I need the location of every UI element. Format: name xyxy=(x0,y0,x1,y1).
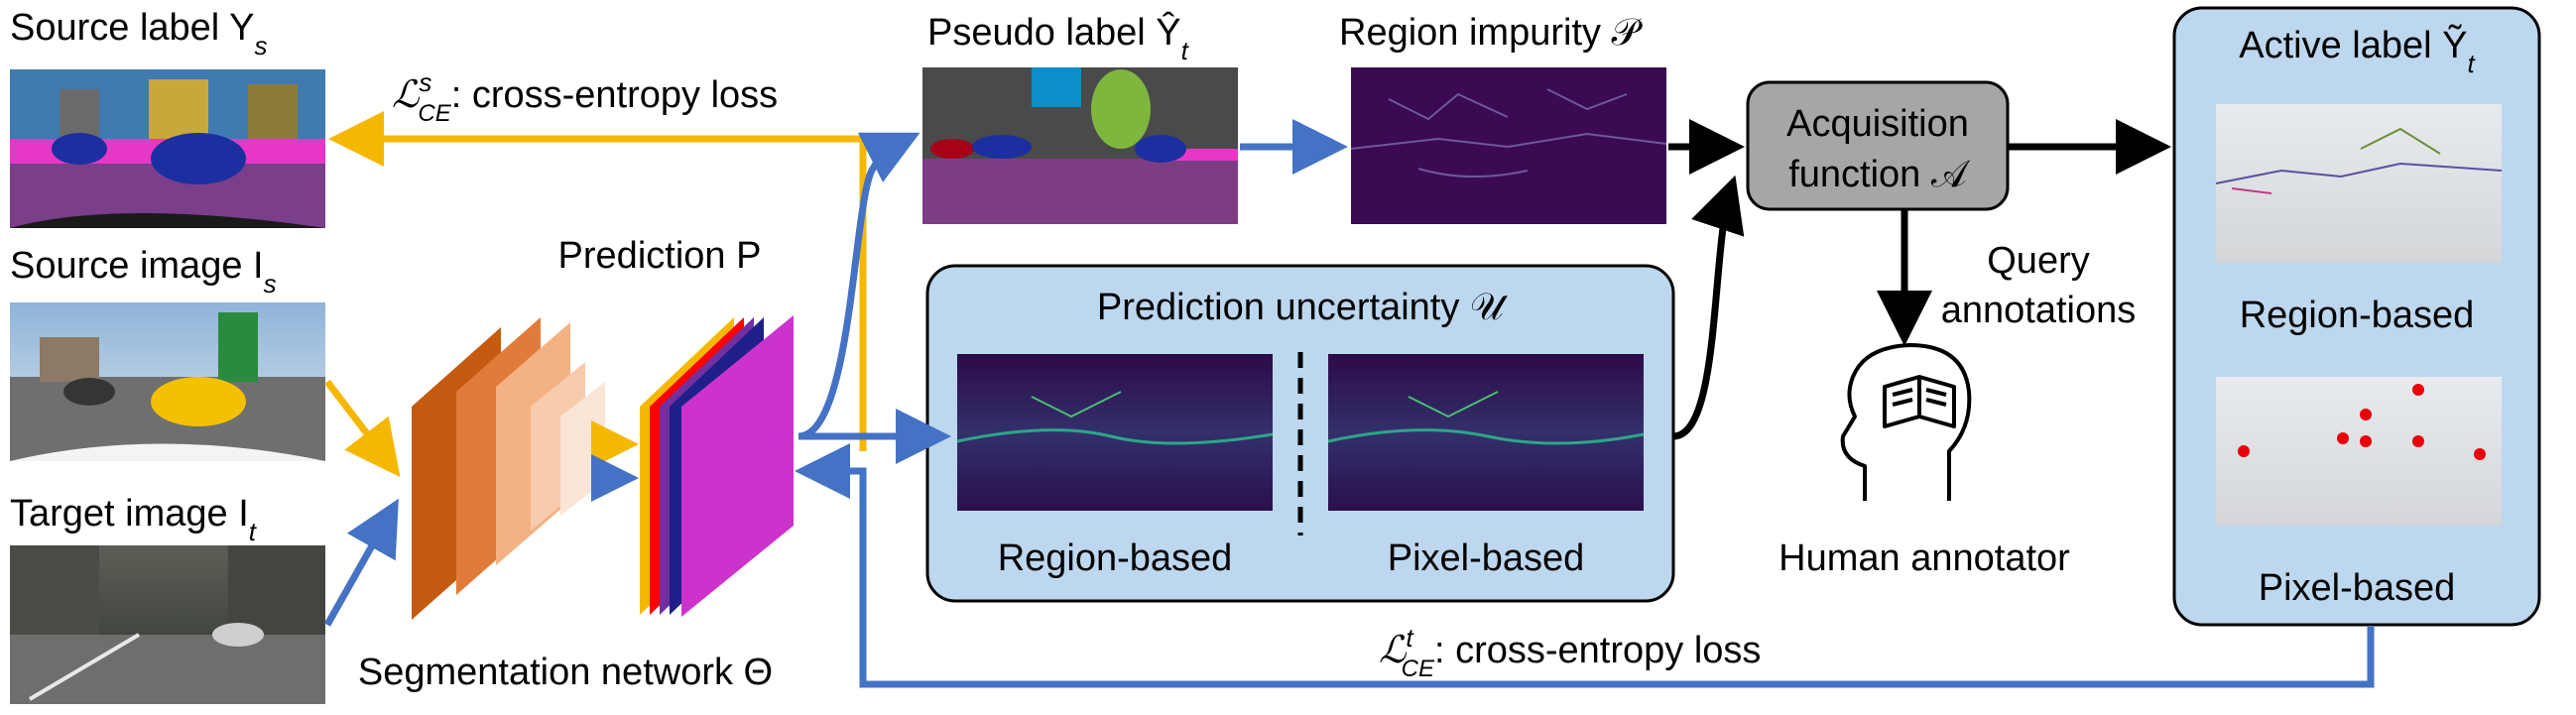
segmentation-network-icon xyxy=(412,317,605,620)
active-pixel-label: Pixel-based xyxy=(2259,567,2456,609)
active-region-image xyxy=(2215,104,2503,263)
target-image-photo xyxy=(10,545,325,704)
source-label-image xyxy=(10,69,325,228)
human-head-book-icon xyxy=(1840,343,1972,501)
active-region-label: Region-based xyxy=(2240,295,2475,336)
uncertainty-region-map xyxy=(956,354,1274,511)
uncertainty-pixel-label: Pixel-based xyxy=(1388,537,1585,579)
acquisition-line2: function 𝒜 xyxy=(1788,154,1971,195)
prediction-uncertainty-title: Prediction uncertainty 𝒰 xyxy=(1097,287,1509,328)
uncertainty-region-label: Region-based xyxy=(998,537,1233,579)
source-label-title: Source label Ys xyxy=(10,7,267,60)
source-image-title: Source image Is xyxy=(10,245,277,298)
arrow-pred-pseudo xyxy=(797,132,920,440)
arrow-target-image xyxy=(323,498,399,627)
acquisition-line1: Acquisition xyxy=(1786,103,1969,145)
region-impurity-title: Region impurity 𝒫 xyxy=(1339,12,1644,54)
target-image-group: Target image It xyxy=(10,493,325,704)
query-line2: annotations xyxy=(1941,290,2137,331)
arrow-uncertainty-acq xyxy=(1672,175,1745,440)
prediction-label: Prediction P xyxy=(558,235,762,277)
arrow-source-image xyxy=(324,379,401,478)
source-image-group: Source image Is xyxy=(10,245,325,461)
arrow-target-loss xyxy=(795,443,2375,688)
human-annotator-label: Human annotator xyxy=(1779,537,2070,579)
active-label-title: Active label Ỹt xyxy=(2239,24,2476,78)
source-image-photo xyxy=(10,302,325,461)
pseudo-label-image xyxy=(922,67,1238,224)
prediction-stack-icon xyxy=(640,315,794,617)
region-impurity-image xyxy=(1350,67,1667,224)
segmentation-network-label: Segmentation network Θ xyxy=(358,652,773,693)
active-pixel-image xyxy=(2216,377,2502,526)
target-image-title: Target image It xyxy=(10,493,258,546)
query-line1: Query xyxy=(1987,240,2089,282)
source-label-group: Source label Ys xyxy=(10,7,325,228)
pseudo-label-title: Pseudo label Ŷt xyxy=(927,11,1190,65)
uncertainty-pixel-map xyxy=(1327,354,1645,511)
